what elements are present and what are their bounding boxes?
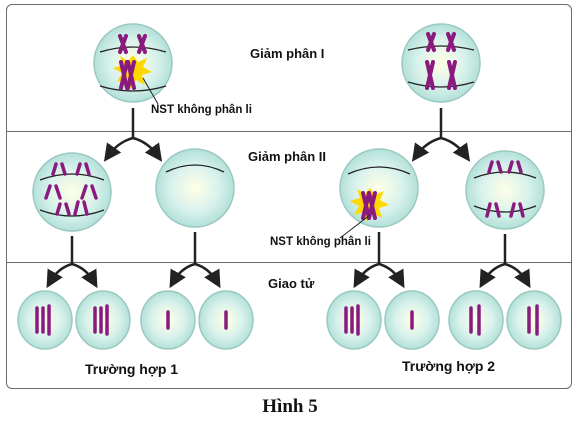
split-arrow-cell-2 [169, 232, 221, 289]
annotation-leader-2 [339, 214, 371, 239]
section-label-gametes: Giao tử [268, 276, 315, 291]
meiosis1-cell-right [401, 23, 481, 103]
section-divider-1 [6, 131, 572, 132]
case-label-1: Trường hợp 1 [85, 361, 179, 377]
gamete-8 [506, 290, 562, 350]
case-label-2: Trường hợp 2 [402, 358, 496, 374]
chromosome-cluster-nondisjunction-1 [119, 60, 136, 90]
meiosis2-cell-1 [32, 152, 112, 232]
split-arrow-cell-3 [353, 232, 405, 289]
split-arrow-left [103, 108, 163, 162]
meiosis1-cell-left [93, 23, 173, 103]
section-divider-2 [6, 262, 572, 263]
gamete-7 [448, 290, 504, 350]
split-arrow-right [411, 108, 471, 162]
gamete-6 [384, 290, 440, 350]
gamete-1 [17, 290, 73, 350]
annotation-nondisjunction-2: NST không phân li [270, 236, 371, 248]
annotation-leader-1 [142, 77, 159, 105]
meiosis2-cell-4 [465, 150, 545, 230]
meiosis2-cell-2 [155, 148, 235, 228]
split-arrow-cell-1 [46, 236, 98, 289]
annotation-nondisjunction-1: NST không phân li [151, 104, 252, 116]
gamete-3 [140, 290, 196, 350]
meiosis2-cell-3 [339, 148, 419, 228]
gamete-2 [75, 290, 131, 350]
chromosome-pair-top [118, 34, 147, 54]
gamete-5 [326, 290, 382, 350]
chromosome-cluster-nondisjunction-2 [361, 191, 377, 220]
gamete-4 [198, 290, 254, 350]
section-label-meiosis-1: Giảm phân I [250, 46, 325, 61]
section-label-meiosis-2: Giảm phân II [248, 149, 327, 164]
figure-caption: Hình 5 [262, 396, 318, 417]
nondisjunction-highlight-2 [350, 188, 389, 222]
split-arrow-cell-4 [479, 234, 531, 289]
